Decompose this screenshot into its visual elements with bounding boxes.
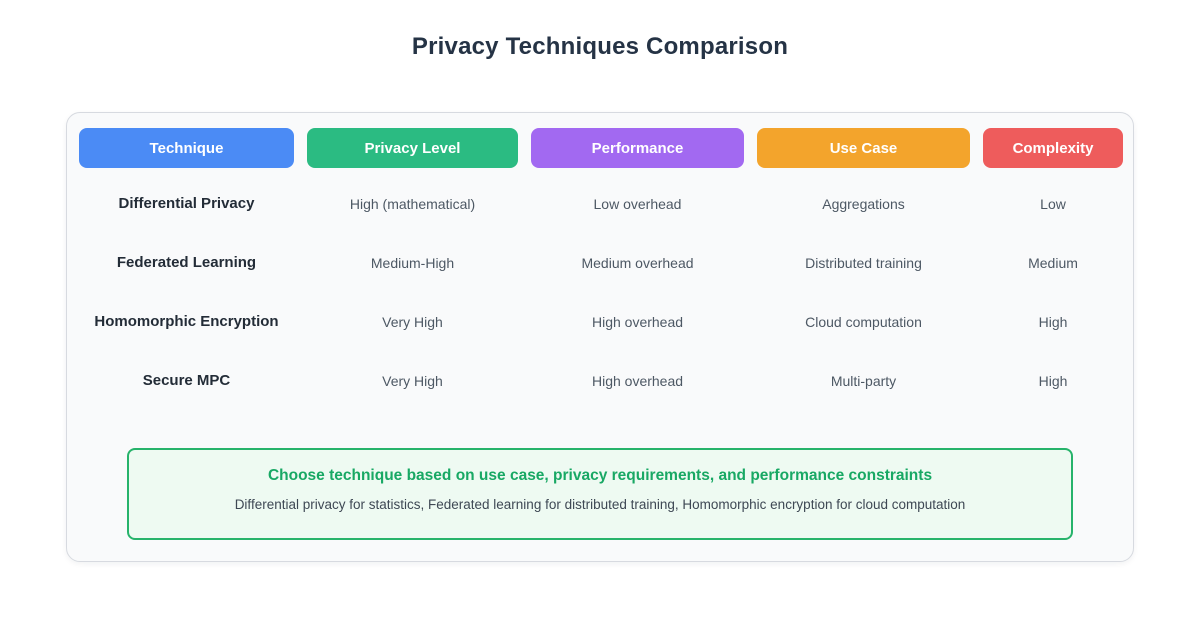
row-3-technique: Secure MPC (142, 372, 231, 389)
row-3-privacy-level: Very High (382, 372, 443, 389)
note-box: Choose technique based on use case, priv… (127, 448, 1073, 540)
row-3-performance: High overhead (591, 372, 684, 389)
column-header-performance: Performance (531, 128, 744, 168)
page-title: Privacy Techniques Comparison (411, 33, 789, 60)
note-title: Choose technique based on use case, priv… (267, 467, 933, 484)
column-header-use-case: Use Case (757, 128, 970, 168)
row-0-privacy-level: High (mathematical) (349, 195, 476, 212)
row-3-complexity: High (1038, 372, 1068, 389)
row-0-complexity: Low (1040, 195, 1066, 212)
row-2-performance: High overhead (591, 313, 684, 330)
row-3-use-case: Multi-party (830, 372, 897, 389)
row-1-use-case: Distributed training (805, 254, 922, 271)
comparison-card: Technique Privacy Level Performance Use … (66, 112, 1134, 562)
row-2-technique: Homomorphic Encryption (94, 313, 279, 330)
row-0-performance: Low overhead (593, 195, 682, 212)
row-1-privacy-level: Medium-High (370, 254, 455, 271)
row-2-privacy-level: Very High (382, 313, 443, 330)
row-1-performance: Medium overhead (581, 254, 694, 271)
row-0-technique: Differential Privacy (118, 195, 255, 212)
column-header-complexity: Complexity (983, 128, 1123, 168)
table-header-row: Technique Privacy Level Performance Use … (79, 128, 1123, 168)
row-1-technique: Federated Learning (116, 254, 257, 271)
row-2-use-case: Cloud computation (805, 313, 922, 330)
column-header-technique: Technique (79, 128, 294, 168)
note-subtitle: Differential privacy for statistics, Fed… (234, 497, 966, 512)
row-2-complexity: High (1038, 313, 1068, 330)
row-1-complexity: Medium (1028, 254, 1078, 271)
table-body: Differential Privacy High (mathematical)… (79, 174, 1121, 410)
column-header-privacy-level: Privacy Level (307, 128, 518, 168)
row-0-use-case: Aggregations (822, 195, 905, 212)
